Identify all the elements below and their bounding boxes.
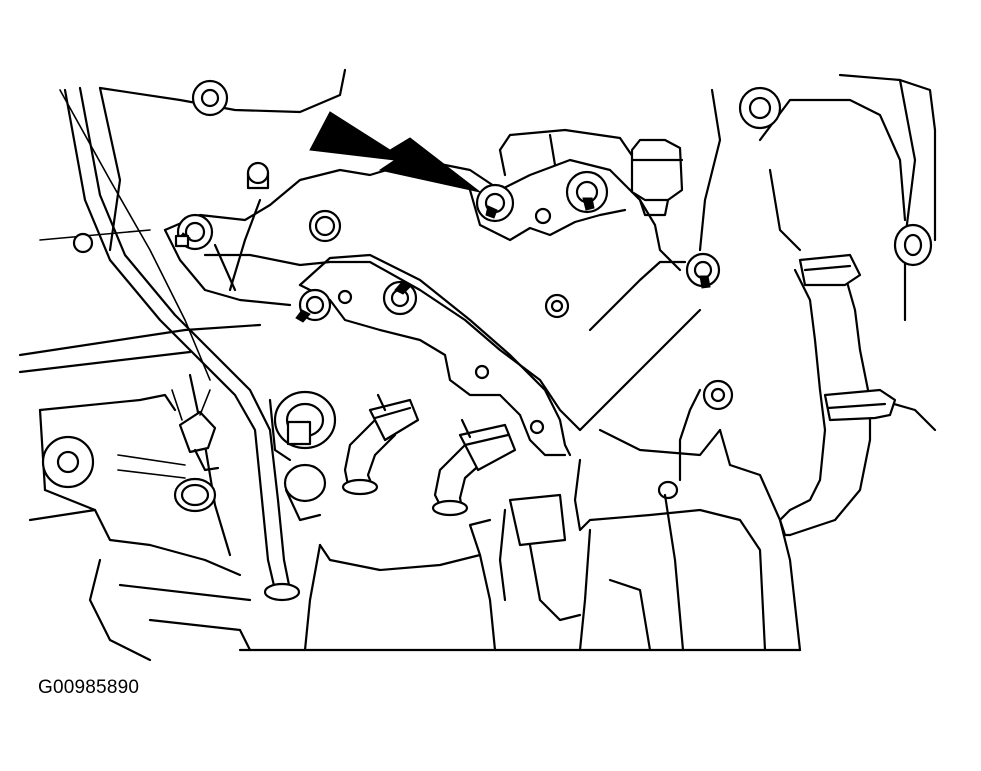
indicator-arrow — [309, 111, 481, 193]
manifold-nuts — [174, 161, 721, 323]
right-housing — [678, 73, 937, 482]
left-bosses — [41, 79, 327, 522]
exhaust-manifold — [163, 128, 702, 432]
coolant-hose-right — [778, 253, 897, 537]
heat-shield-bracket — [298, 253, 572, 457]
heater-hose-center — [431, 418, 517, 517]
left-sensor — [171, 389, 220, 472]
engine-block-left — [18, 68, 347, 662]
catalytic-converter — [303, 428, 802, 652]
spark-plug-tube — [268, 390, 337, 462]
heater-hose-left — [341, 393, 420, 496]
figure-code-label: G00985890 — [38, 677, 140, 698]
dipstick-tube — [63, 86, 301, 602]
oxygen-sensor-boss — [630, 138, 684, 217]
